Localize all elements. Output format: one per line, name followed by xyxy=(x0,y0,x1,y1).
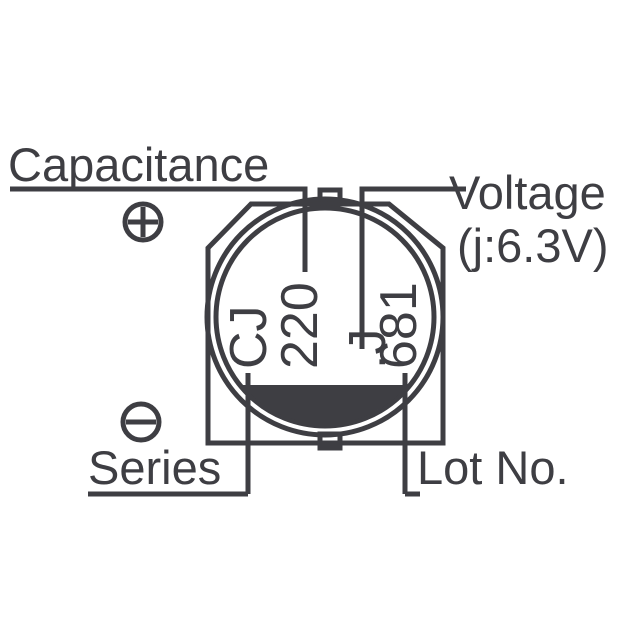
marking-capacitance-code: 220 xyxy=(271,282,329,369)
leader-capacitance xyxy=(220,186,308,272)
capacitor-body-outer xyxy=(204,196,446,438)
plus-symbol-circle xyxy=(122,201,164,243)
marking-series-code: CJ xyxy=(220,305,278,369)
case-marking-group: CJ 220 .J 681 xyxy=(220,282,428,369)
voltage-label: Voltage xyxy=(449,166,606,219)
voltage-code-label: (j:6.3V) xyxy=(457,219,609,272)
capacitor-base-plate xyxy=(205,201,446,446)
capacitance-label: Capacitance xyxy=(8,138,270,191)
series-label: Series xyxy=(88,441,222,494)
leader-voltage xyxy=(359,186,442,349)
polarity-symbols xyxy=(120,201,164,443)
marking-voltage-code: .J xyxy=(339,329,397,369)
minus-symbol-circle xyxy=(120,401,162,443)
lot-no-label: Lot No. xyxy=(417,441,569,494)
marking-lot-code: 681 xyxy=(370,282,428,369)
capacitor-body-inner xyxy=(213,205,437,429)
